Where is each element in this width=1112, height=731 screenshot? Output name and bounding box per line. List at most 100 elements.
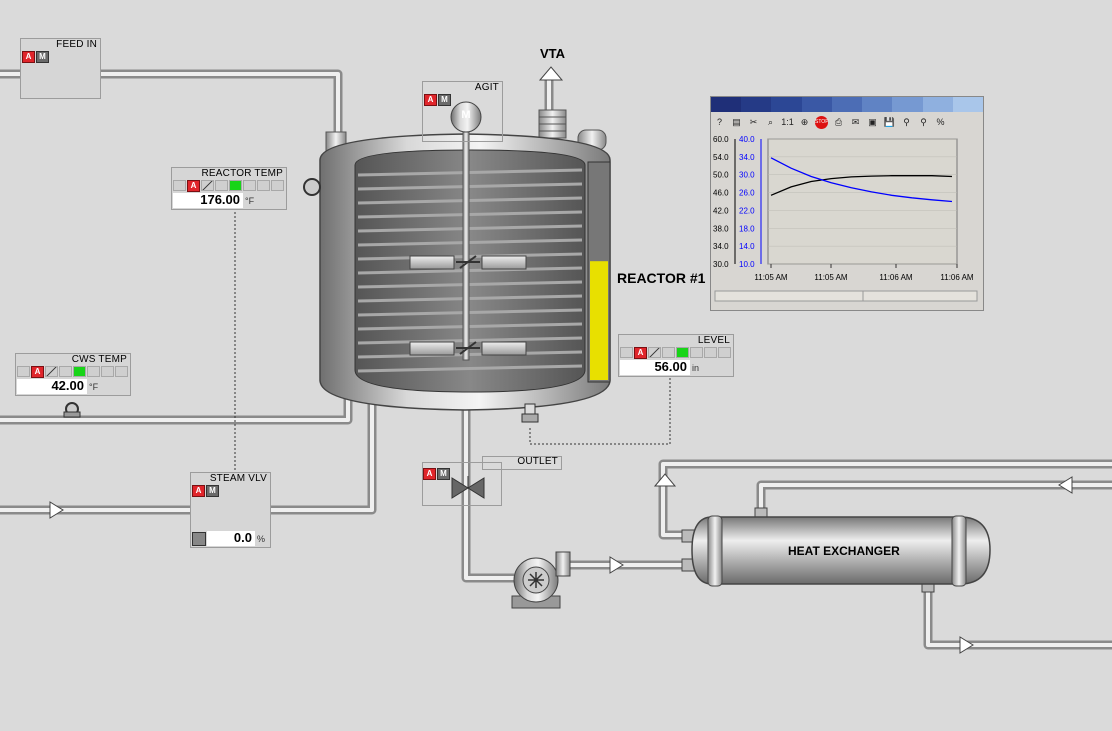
x-axis-tick: 11:05 AM xyxy=(754,273,788,282)
left-axis-tick: 30.0 xyxy=(713,260,729,269)
left-axis-tick: 54.0 xyxy=(713,153,729,162)
toolbar-button-8[interactable]: ✉ xyxy=(851,116,860,127)
manual-button[interactable]: M xyxy=(438,94,451,106)
level-transmitter-icon xyxy=(521,403,539,423)
flow-arrows xyxy=(49,66,1073,654)
toolbar-button-0[interactable]: ? xyxy=(716,116,722,127)
toolbar-button-1[interactable]: ▤ xyxy=(732,116,741,127)
pipe-network xyxy=(0,69,1112,650)
vent-nozzle xyxy=(538,109,567,139)
faceplate-title: AGIT xyxy=(474,82,499,93)
motor-label: M xyxy=(461,109,471,121)
right-axis-tick: 22.0 xyxy=(739,206,755,215)
vent-arrow-icon xyxy=(538,66,564,81)
toolbar-button-3[interactable]: ⌕ xyxy=(767,116,774,127)
series-line-1 xyxy=(770,157,953,203)
right-axis-tick: 18.0 xyxy=(739,224,755,233)
motor-icon xyxy=(450,101,482,133)
faceplate-title: REACTOR TEMP xyxy=(201,168,283,179)
signal-lines xyxy=(234,208,671,475)
left-axis-tick: 42.0 xyxy=(713,206,729,215)
auto-button[interactable]: A xyxy=(424,94,437,106)
auto-button[interactable]: A xyxy=(634,347,647,359)
series-line-0 xyxy=(770,175,953,196)
pump-icon xyxy=(511,551,571,609)
flow-arrow-icon xyxy=(49,501,64,519)
flow-arrow-icon xyxy=(609,556,624,574)
x-axis-tick: 11:06 AM xyxy=(940,273,974,282)
trend-scrollbar xyxy=(714,290,978,302)
toolbar-button-11[interactable]: ⚲ xyxy=(903,116,910,127)
auto-button[interactable]: A xyxy=(31,366,44,378)
manual-button[interactable]: M xyxy=(36,51,49,63)
toolbar-button-7[interactable]: ⎙ xyxy=(834,116,843,127)
faceplate-title: FEED IN xyxy=(56,39,97,50)
right-axis-tick: 30.0 xyxy=(739,171,755,180)
reactor-temp-faceplate[interactable]: REACTOR TEMP A 176.00 °F xyxy=(171,167,287,210)
faceplate-title: OUTLET xyxy=(517,456,558,467)
left-axis-tick: 50.0 xyxy=(713,171,729,180)
faceplate-title: STEAM VLV xyxy=(209,473,267,484)
left-axis-tick: 60.0 xyxy=(713,135,729,144)
status-ok-icon xyxy=(676,347,689,358)
toolbar-button-6[interactable]: STOP xyxy=(815,115,829,129)
toolbar-button-13[interactable]: % xyxy=(936,116,945,127)
unit-label: °F xyxy=(89,382,99,392)
toolbar-button-2[interactable]: ✂ xyxy=(749,116,758,127)
outlet-valve-icon xyxy=(451,476,485,499)
vent-label: VTA xyxy=(540,46,566,61)
right-axis-tick: 34.0 xyxy=(739,153,755,162)
toolbar-button-10[interactable]: 💾 xyxy=(883,116,896,127)
heat-exchanger xyxy=(681,507,991,593)
feed-in-faceplate[interactable]: FEED IN A M xyxy=(20,38,101,99)
unit-label: °F xyxy=(245,196,255,206)
auto-button[interactable]: A xyxy=(22,51,35,63)
auto-button[interactable]: A xyxy=(187,180,200,192)
level-value: 56.00 xyxy=(620,360,690,375)
right-axis-tick: 26.0 xyxy=(739,189,755,198)
cws-temp-value: 42.00 xyxy=(17,379,87,394)
left-axis-tick: 38.0 xyxy=(713,224,729,233)
toolbar-button-9[interactable]: ▣ xyxy=(868,116,877,127)
temp-sensor-icon xyxy=(303,178,321,196)
reactor-vessel xyxy=(319,129,611,411)
reactor-label: REACTOR #1 xyxy=(617,270,706,286)
faceplate-title: CWS TEMP xyxy=(71,354,127,365)
trend-window[interactable]: ? ▤ ✂ ⌕ 1:1 ⊕ STOP ⎙ ✉ ▣ 💾 ⚲ ⚲% 60.0 40.0 54.0 34.0 50.0… xyxy=(710,96,984,311)
unit-label: % xyxy=(257,534,266,544)
reactor-temp-value: 176.00 xyxy=(173,193,243,208)
manual-button[interactable]: M xyxy=(437,468,450,480)
level-faceplate[interactable]: LEVEL A 56.00 in xyxy=(618,334,734,377)
trend-chart: 60.0 40.0 54.0 34.0 50.0 30.0 46.0 26.0 42.0 22.0… xyxy=(713,135,978,302)
x-axis-tick: 11:06 AM xyxy=(879,273,913,282)
status-ok-icon xyxy=(229,180,242,191)
level-gauge-fill xyxy=(590,261,608,380)
trend-toolbar: ? ▤ ✂ ⌕ 1:1 ⊕ STOP ⎙ ✉ ▣ 💾 ⚲ ⚲% xyxy=(713,113,979,131)
auto-button[interactable]: A xyxy=(423,468,436,480)
toolbar-button-4[interactable]: 1:1 xyxy=(781,116,794,127)
trend-titlebar[interactable] xyxy=(711,97,983,112)
cws-sensor-icon xyxy=(63,402,81,418)
right-axis-tick: 14.0 xyxy=(739,242,755,251)
steam-vlv-faceplate[interactable]: STEAM VLV A M 0.0 % xyxy=(190,472,271,548)
left-axis-tick: 34.0 xyxy=(713,242,729,251)
unit-label: in xyxy=(692,363,700,373)
cws-temp-faceplate[interactable]: CWS TEMP A 42.00 °F xyxy=(15,353,131,396)
auto-button[interactable]: A xyxy=(192,485,205,497)
steam-vlv-value: 0.0 xyxy=(207,531,255,546)
manual-button[interactable]: M xyxy=(206,485,219,497)
plot-area xyxy=(767,138,958,265)
left-axis-tick: 46.0 xyxy=(713,189,729,198)
heat-exchanger-label: HEAT EXCHANGER xyxy=(788,544,900,558)
flow-arrow-icon xyxy=(1058,476,1073,494)
toolbar-button-5[interactable]: ⊕ xyxy=(800,116,809,127)
right-axis-tick: 10.0 xyxy=(739,260,755,269)
faceplate-title: LEVEL xyxy=(697,335,730,346)
right-axis-tick: 40.0 xyxy=(739,135,755,144)
toolbar-button-12[interactable]: ⚲ xyxy=(920,116,927,127)
output-icon xyxy=(192,532,206,546)
outlet-faceplate[interactable]: OUTLET A M xyxy=(422,456,562,506)
agit-faceplate[interactable]: AGIT A M xyxy=(422,81,503,142)
flow-arrow-icon xyxy=(959,636,974,654)
flow-arrow-icon xyxy=(653,473,677,487)
